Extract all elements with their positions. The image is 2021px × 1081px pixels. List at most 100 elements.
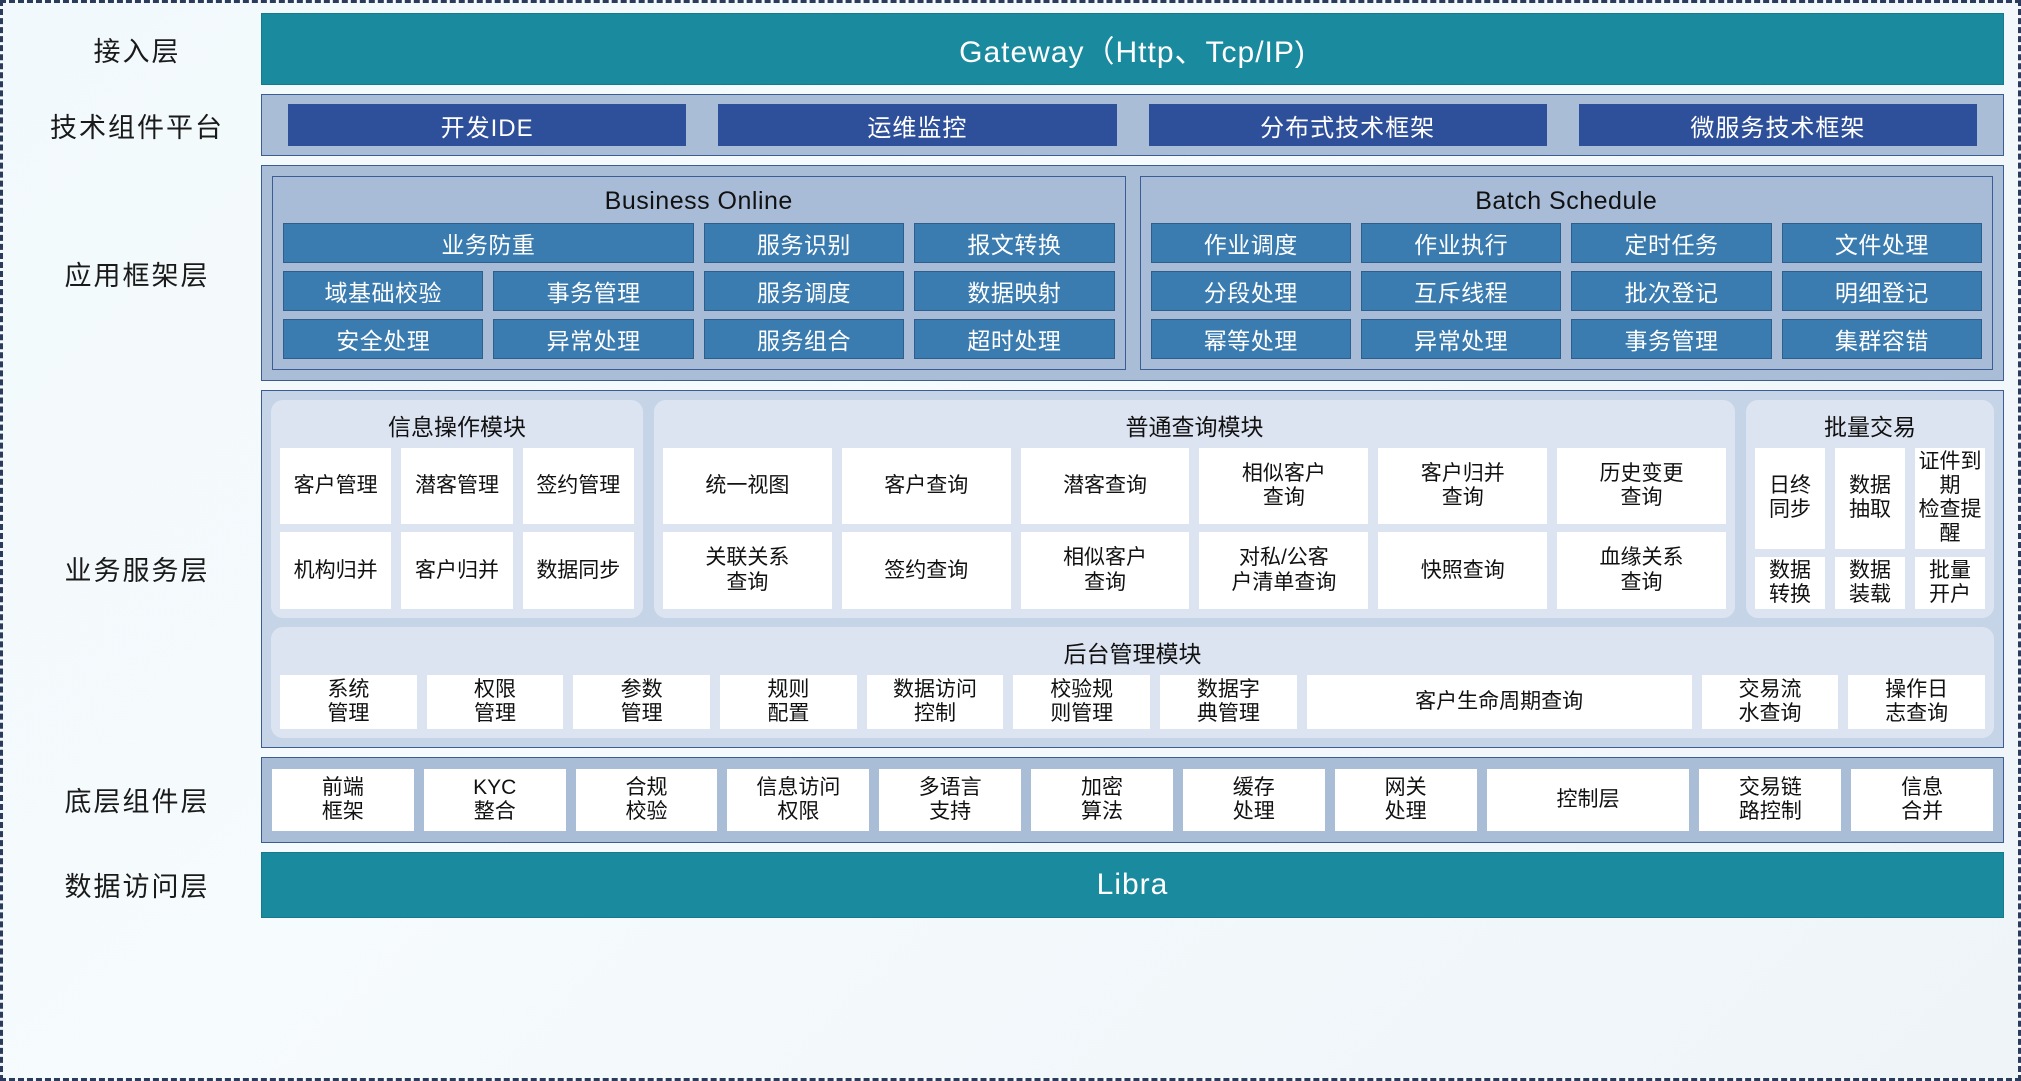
cell-idempotent-handling[interactable]: 幂等处理 [1150,319,1351,359]
cell-batch-transaction-mgmt[interactable]: 事务管理 [1571,319,1772,359]
cell-data-access-control[interactable]: 数据访问控制 [866,674,1004,729]
cell-parameter-mgmt[interactable]: 参数管理 [573,674,711,729]
cell-timed-task[interactable]: 定时任务 [1571,223,1772,263]
cell-info-access-permission[interactable]: 信息访问权限 [727,768,870,831]
spacer [13,381,2004,390]
cell-data-load[interactable]: 数据装载 [1835,556,1905,609]
cell-segment-processing[interactable]: 分段处理 [1150,271,1351,311]
libra-bar[interactable]: Libra [261,851,2004,918]
cell-file-processing[interactable]: 文件处理 [1781,223,1982,263]
tech-platform-panel: 开发IDE 运维监控 分布式技术框架 微服务技术框架 [261,94,2004,156]
cell-timeout-handling[interactable]: 超时处理 [914,319,1115,359]
bs-row-1: 作业调度 作业执行 定时任务 文件处理 [1150,223,1982,263]
layer-label-tech-platform: 技术组件平台 [50,112,224,143]
bs-row-3: 幂等处理 异常处理 事务管理 集群容错 [1150,319,1982,359]
cell-mutex-thread[interactable]: 互斥线程 [1360,271,1562,311]
cell-data-sync[interactable]: 数据同步 [522,532,634,609]
cell-prospect-query[interactable]: 潜客查询 [1020,448,1190,525]
card-batch-transaction-module: 批量交易 日终同步 数据抽取 证件到期检查提醒 数据转换 数据装载 批量开户 [1746,400,1994,618]
cell-unified-view[interactable]: 统一视图 [663,448,832,525]
cell-eod-sync[interactable]: 日终同步 [1755,448,1825,549]
cell-info-merge[interactable]: 信息合并 [1851,768,1994,831]
cell-permission-mgmt[interactable]: 权限管理 [426,674,564,729]
cell-batch-exception-handling[interactable]: 异常处理 [1360,319,1562,359]
cell-batch-registration[interactable]: 批次登记 [1571,271,1772,311]
cell-multilanguage-support[interactable]: 多语言支持 [879,768,1022,831]
cell-operation-log-query[interactable]: 操作日志查询 [1848,674,1985,729]
cell-data-mapping[interactable]: 数据映射 [914,271,1115,311]
cell-lineage-query[interactable]: 血缘关系查询 [1557,532,1726,609]
cell-transaction-chain-control[interactable]: 交易链路控制 [1699,768,1842,831]
tech-button-microservice-framework[interactable]: 微服务技术框架 [1578,104,1977,146]
layer-label-component: 底层组件层 [64,787,210,818]
batch-row-1: 日终同步 数据抽取 证件到期检查提醒 [1755,448,1985,549]
cell-contract-query[interactable]: 签约查询 [841,532,1011,609]
cell-prospect-mgmt[interactable]: 潜客管理 [401,448,513,525]
batch-row-2: 数据转换 数据装载 批量开户 [1755,556,1985,609]
cell-history-change-query[interactable]: 历史变更查询 [1557,448,1726,525]
cell-service-composition[interactable]: 服务组合 [703,319,905,359]
layer-data-access: 数据访问层 Libra [13,851,2004,918]
gateway-bar[interactable]: Gateway（Http、Tcp/IP) [261,13,2004,85]
cell-job-scheduling[interactable]: 作业调度 [1150,223,1351,263]
layer-label-data-access: 数据访问层 [64,872,210,903]
cell-validation-rule-mgmt[interactable]: 校验规则管理 [1013,674,1151,729]
group-title-business-online: Business Online [604,187,793,215]
cell-customer-merge[interactable]: 客户归并 [401,532,513,609]
cell-customer-merge-query[interactable]: 客户归并查询 [1378,448,1548,525]
cell-batch-account-open[interactable]: 批量开户 [1915,556,1985,609]
layer-tech-platform: 技术组件平台 开发IDE 运维监控 分布式技术框架 微服务技术框架 [13,94,2004,156]
business-service-panel: 信息操作模块 客户管理 潜客管理 签约管理 机构归并 客户归并 数据同步 [261,390,2004,748]
cell-cache-processing[interactable]: 缓存处理 [1182,768,1325,831]
cell-data-extraction[interactable]: 数据抽取 [1835,448,1905,549]
cell-system-mgmt[interactable]: 系统管理 [280,674,417,729]
cell-control-layer[interactable]: 控制层 [1486,768,1690,831]
layer-label-access: 接入层 [93,36,181,67]
cell-customer-lifecycle-query[interactable]: 客户生命周期查询 [1306,674,1692,729]
cell-customer-mgmt[interactable]: 客户管理 [280,448,392,525]
cell-domain-validation[interactable]: 域基础校验 [283,271,484,311]
spacer [13,748,2004,757]
group-batch-schedule: Batch Schedule 作业调度 作业执行 定时任务 文件处理 分段处理 … [1139,176,1993,370]
cell-org-merge[interactable]: 机构归并 [280,532,392,609]
cell-cluster-fault-tolerance[interactable]: 集群容错 [1781,319,1982,359]
cell-rule-config[interactable]: 规则配置 [720,674,857,729]
service-modules-row: 信息操作模块 客户管理 潜客管理 签约管理 机构归并 客户归并 数据同步 [271,400,1994,618]
cell-transaction-flow-query[interactable]: 交易流水查询 [1701,674,1839,729]
card-title-batch-transaction: 批量交易 [1824,414,1916,440]
cell-snapshot-query[interactable]: 快照查询 [1378,532,1548,609]
cell-relation-query[interactable]: 关联关系查询 [663,532,832,609]
bo-row-2: 域基础校验 事务管理 服务调度 数据映射 [283,271,1115,311]
cell-exception-handling[interactable]: 异常处理 [493,319,694,359]
cell-service-scheduling[interactable]: 服务调度 [703,271,905,311]
cell-similar-customer-query[interactable]: 相似客户查询 [1199,448,1369,525]
cell-transaction-mgmt[interactable]: 事务管理 [493,271,694,311]
cell-gateway-processing[interactable]: 网关处理 [1334,768,1477,831]
cell-contract-mgmt[interactable]: 签约管理 [522,448,634,525]
cell-doc-expiry-reminder[interactable]: 证件到期检查提醒 [1915,448,1985,549]
tech-button-ops-monitor[interactable]: 运维监控 [718,104,1117,146]
cell-detail-registration[interactable]: 明细登记 [1781,271,1982,311]
cell-data-transform[interactable]: 数据转换 [1755,556,1825,609]
cell-biz-dedup[interactable]: 业务防重 [283,223,694,263]
cell-data-dictionary-mgmt[interactable]: 数据字典管理 [1160,674,1297,729]
app-framework-panel: Business Online 业务防重 服务识别 报文转换 域基础校验 事务管… [261,165,2004,381]
cell-retail-corporate-list-query[interactable]: 对私/公客户清单查询 [1199,532,1369,609]
cell-frontend-framework[interactable]: 前端框架 [272,768,414,831]
cell-encryption-algorithm[interactable]: 加密算法 [1031,768,1173,831]
cell-message-convert[interactable]: 报文转换 [914,223,1115,263]
layer-app-framework: 应用框架层 Business Online 业务防重 服务识别 报文转换 域基础… [13,165,2004,381]
card-title-backoffice: 后台管理模块 [1063,640,1202,667]
tech-button-distributed-framework[interactable]: 分布式技术框架 [1148,104,1547,146]
cell-service-identify[interactable]: 服务识别 [703,223,905,263]
cell-security-handling[interactable]: 安全处理 [283,319,484,359]
cell-job-execution[interactable]: 作业执行 [1360,223,1562,263]
cell-similar-customer-query-2[interactable]: 相似客户查询 [1020,532,1190,609]
cell-customer-query[interactable]: 客户查询 [841,448,1011,525]
cell-compliance-check[interactable]: 合规校验 [575,768,718,831]
tech-button-ide[interactable]: 开发IDE [288,104,687,146]
